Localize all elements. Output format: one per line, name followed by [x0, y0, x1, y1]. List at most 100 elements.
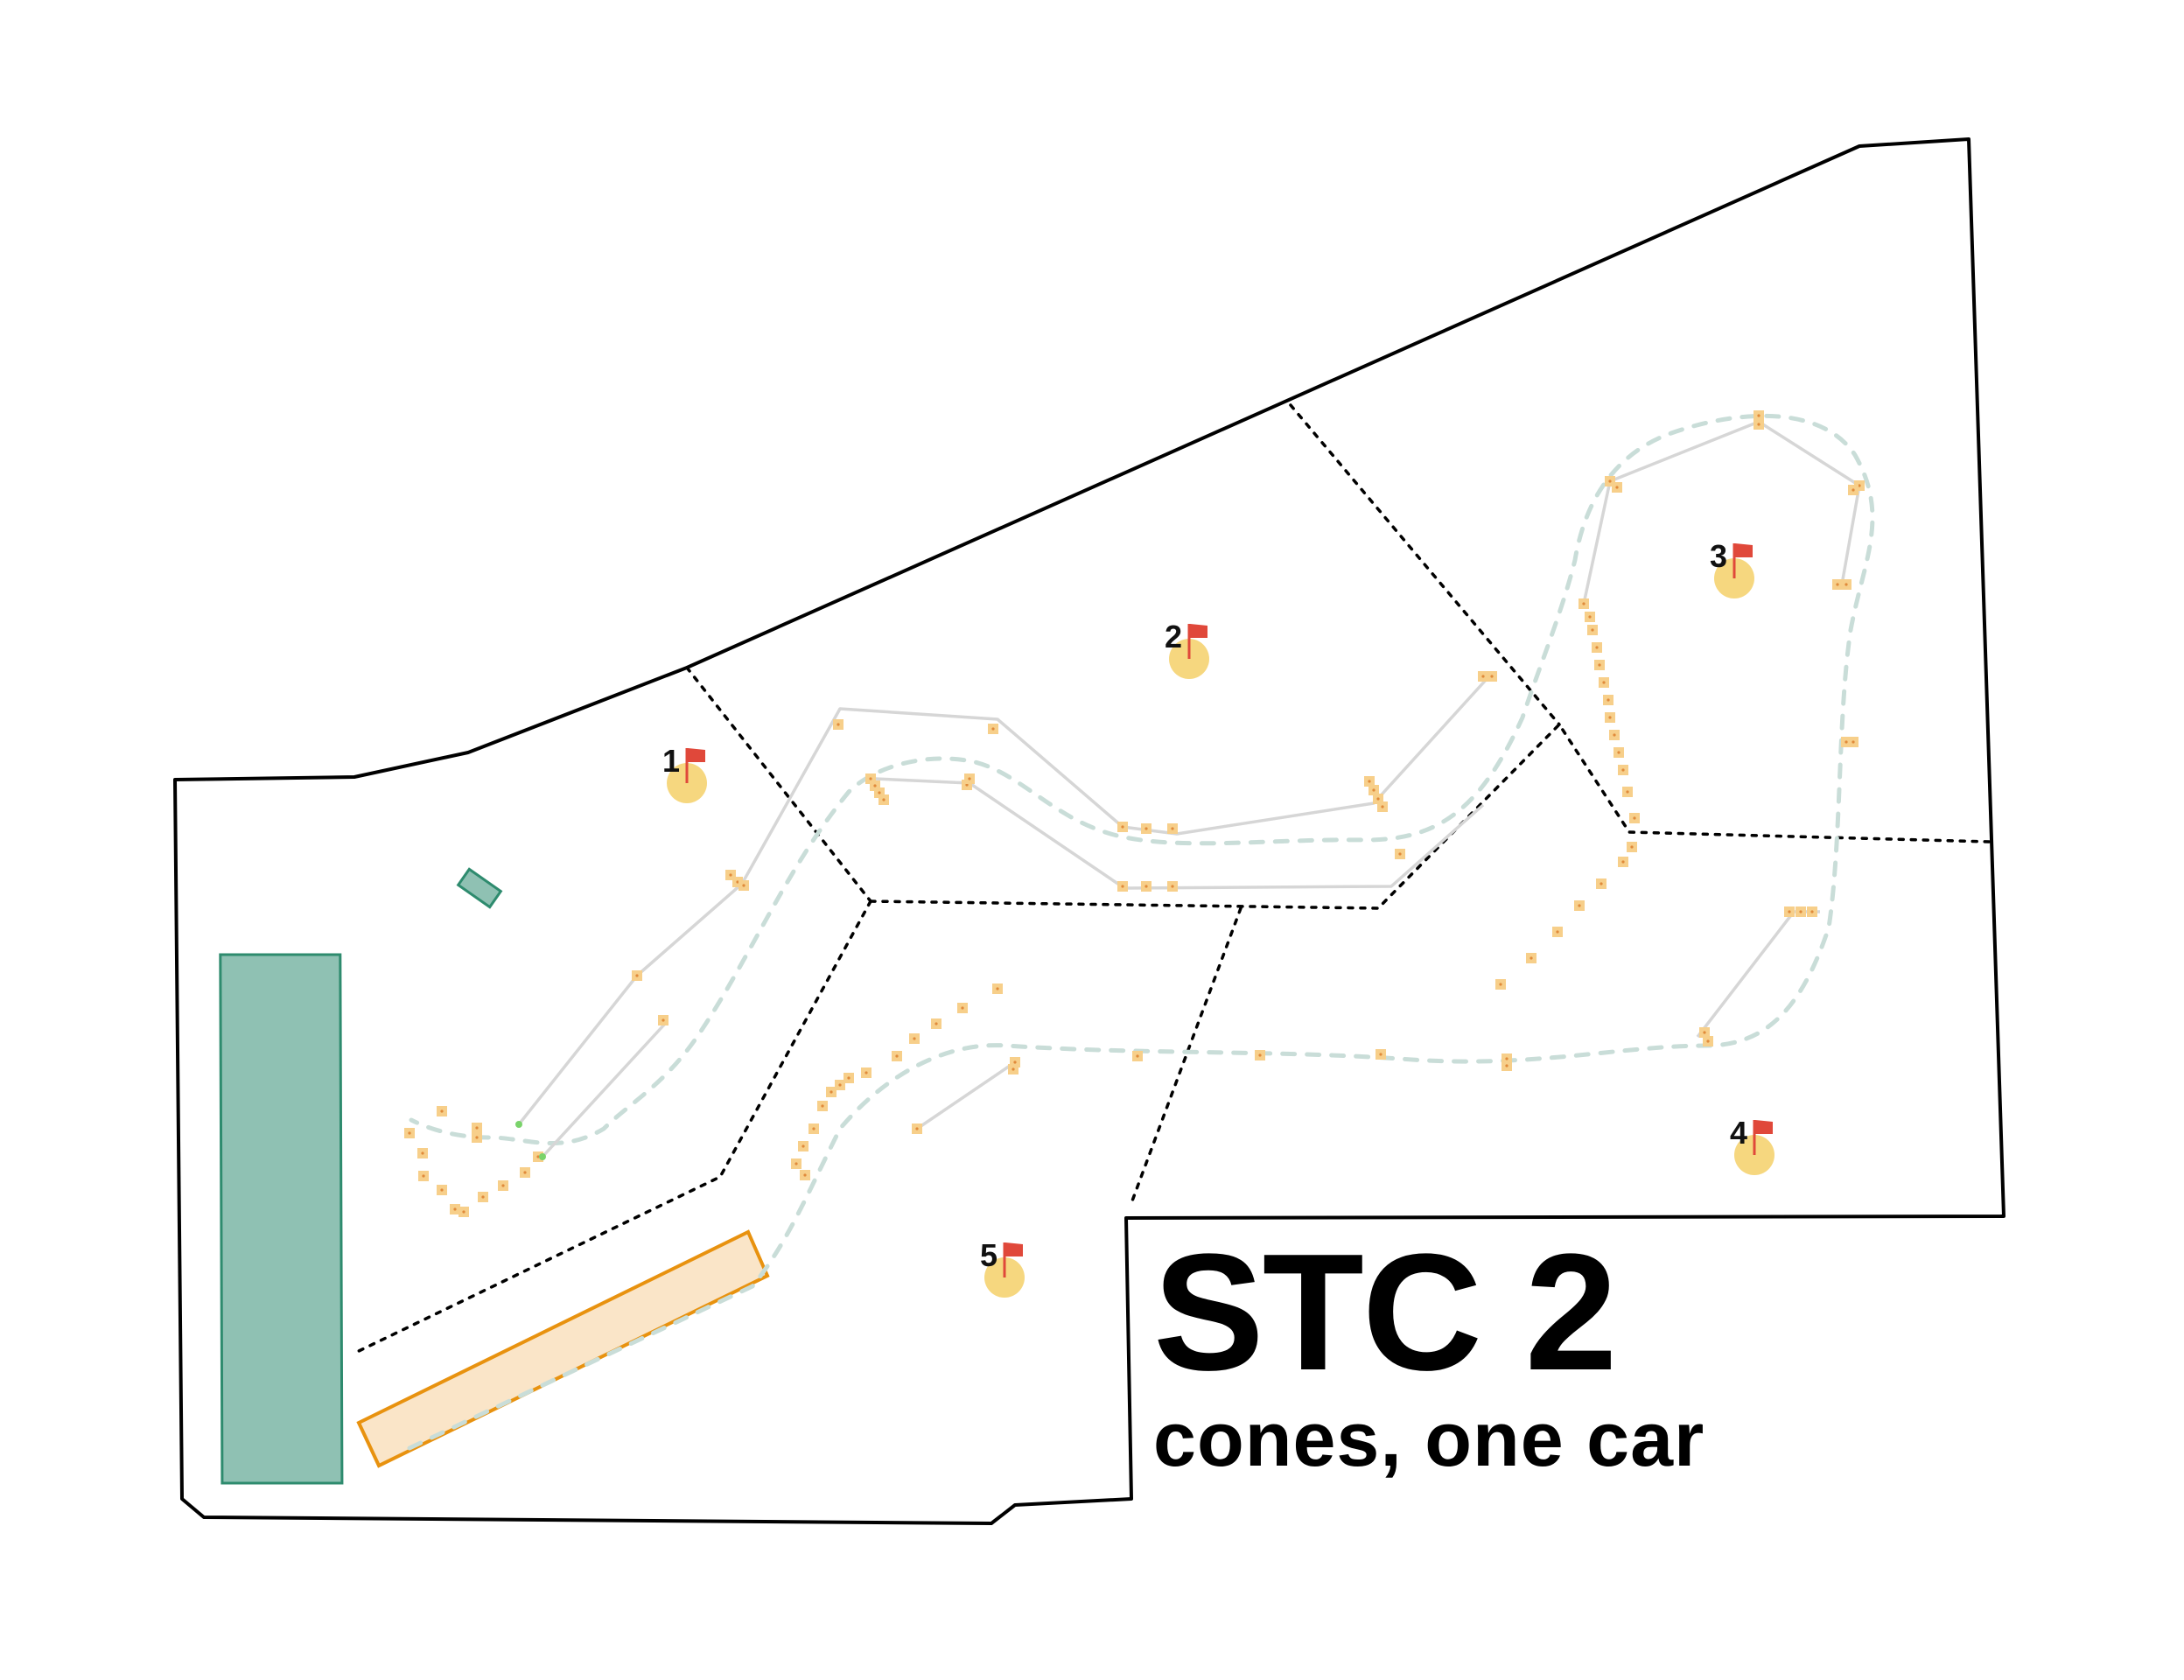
station-4: 4	[1730, 1115, 1774, 1175]
cone-icon	[478, 1192, 488, 1202]
cone-icon	[909, 1033, 920, 1044]
cone-icon	[1622, 787, 1633, 797]
cone-icon	[1585, 612, 1595, 622]
flag-icon	[1005, 1242, 1023, 1256]
cone-icon	[1364, 776, 1375, 787]
cone-icon	[800, 1170, 810, 1180]
page-title: STC 2	[1153, 1220, 1617, 1405]
zone-divider-1-2	[685, 666, 872, 903]
cone-icon	[418, 1171, 429, 1181]
cone-icon	[1629, 813, 1640, 823]
cone-icon	[472, 1123, 482, 1133]
flag-icon	[1755, 1120, 1773, 1134]
station-number: 1	[662, 743, 680, 779]
station-2: 2	[1165, 619, 1209, 679]
cone-icon	[1552, 927, 1563, 937]
pointer-cones	[515, 1121, 546, 1160]
cone-icon	[1117, 822, 1128, 832]
cone-icon	[892, 1051, 902, 1061]
cone-icon	[437, 1185, 447, 1195]
station-number: 4	[1730, 1115, 1747, 1151]
cone-icon	[1487, 671, 1497, 682]
cone-icon	[826, 1087, 836, 1097]
cone-icon	[964, 774, 975, 784]
cone-icon	[437, 1106, 447, 1116]
cone-icon	[1754, 410, 1764, 421]
cone-icon	[1495, 979, 1506, 990]
cone-icon	[1599, 677, 1609, 688]
zone-divider-2-3	[1289, 403, 1561, 726]
cone-icon	[1841, 579, 1852, 590]
cones	[404, 410, 1865, 1217]
cone-icon	[1605, 712, 1615, 723]
cone-icon	[1368, 785, 1379, 795]
station-number: 5	[980, 1237, 998, 1273]
cone-icon	[835, 1080, 845, 1090]
cone-icon	[817, 1101, 828, 1111]
cone-icon	[1596, 878, 1606, 889]
pointer-cone	[539, 1153, 546, 1160]
station-5: 5	[980, 1237, 1025, 1298]
station-number: 2	[1165, 619, 1182, 654]
cone-icon	[861, 1068, 872, 1078]
page-subtitle: cones, one car	[1153, 1396, 1705, 1482]
cone-icon	[1008, 1064, 1018, 1074]
cone-icon	[1478, 671, 1488, 682]
cone-icon	[1502, 1060, 1512, 1071]
cone-icon	[1618, 857, 1628, 867]
site-boundary	[173, 137, 2006, 1525]
cone-icon	[931, 1018, 942, 1029]
cone-icon	[498, 1180, 508, 1191]
cone-icon	[658, 1015, 668, 1026]
driving-line	[407, 413, 1875, 1451]
cone-icon	[1376, 1049, 1386, 1060]
cone-icon	[988, 724, 998, 734]
station-1: 1	[662, 743, 707, 803]
cone-icon	[992, 984, 1003, 994]
title-block: STC 2 cones, one car	[1153, 1229, 1704, 1481]
cone-icon	[844, 1073, 854, 1083]
cone-icon	[1117, 881, 1128, 892]
cone-icon	[1807, 906, 1817, 917]
cone-icon	[1526, 953, 1536, 963]
flag-icon	[1190, 624, 1208, 638]
staging-lane	[356, 1229, 770, 1468]
cone-icon	[417, 1148, 428, 1158]
cone-icon	[808, 1124, 819, 1134]
cone-icon	[1612, 482, 1622, 493]
cone-icon	[798, 1141, 808, 1152]
cone-icon	[472, 1132, 482, 1143]
flag-icon	[1735, 543, 1753, 557]
cone-icon	[1587, 625, 1598, 635]
cone-icon	[1574, 900, 1585, 911]
cone-icon	[957, 1003, 968, 1013]
grass-area-large	[219, 953, 344, 1485]
cone-icon	[1395, 849, 1405, 859]
cone-icon	[520, 1167, 530, 1178]
zone-divider-main	[869, 722, 1992, 910]
cone-icon	[1796, 906, 1806, 917]
cone-icon	[1255, 1050, 1265, 1060]
cone-icon	[1141, 823, 1152, 834]
cone-icon	[1699, 1027, 1710, 1038]
cone-icon	[1614, 747, 1624, 758]
cone-icon	[791, 1158, 802, 1169]
cone-icon	[738, 880, 749, 891]
pointer-cone	[515, 1121, 522, 1128]
cone-icon	[912, 1124, 922, 1134]
zone-divider-1-5	[355, 900, 872, 1354]
stations: 1 2 3 4 5	[662, 538, 1774, 1298]
flag-icon	[688, 748, 705, 762]
cone-icon	[1703, 1036, 1713, 1046]
cone-icon	[1594, 660, 1605, 670]
zone-dividers	[355, 403, 1992, 1354]
zone-divider-5-4	[1130, 906, 1242, 1205]
cone-icon	[458, 1207, 469, 1217]
cone-icon	[404, 1128, 415, 1138]
cone-icon	[1141, 881, 1152, 892]
cone-icon	[1609, 730, 1620, 740]
cone-icon	[632, 970, 642, 981]
cone-icon	[450, 1204, 460, 1214]
cone-icon	[1167, 823, 1178, 834]
cone-icon	[1377, 802, 1388, 812]
